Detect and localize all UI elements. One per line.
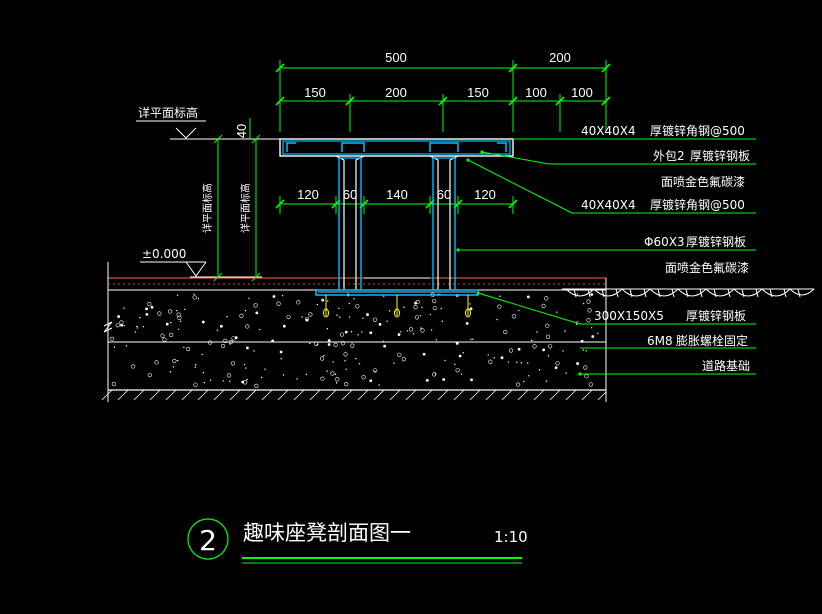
note-5-text: 厚镀锌钢板 bbox=[686, 235, 746, 249]
note-8-text: 膨胀螺栓固定 bbox=[676, 333, 748, 348]
note-7-spec: 300X150X5 bbox=[594, 309, 664, 323]
leader-lines bbox=[458, 138, 756, 375]
note-4-spec: 40X40X4 bbox=[581, 198, 636, 212]
drawing-scale: 1:10 bbox=[494, 528, 528, 546]
dim-seg-4: 100 bbox=[525, 85, 547, 100]
zero-elevation-label: ±0.000 bbox=[142, 247, 186, 261]
dim-mid-3: 140 bbox=[386, 187, 408, 202]
detail-number-circle bbox=[187, 518, 229, 560]
dim-mid-2: 60 bbox=[343, 187, 357, 202]
note-7-text: 厚镀锌钢板 bbox=[686, 309, 746, 323]
dim-seg-1: 150 bbox=[304, 85, 326, 100]
note-2-text: 厚镀锌钢板 bbox=[690, 149, 750, 163]
top-elevation-label: 详平面标高 bbox=[138, 105, 198, 120]
dim-overall-200: 200 bbox=[549, 50, 571, 65]
vertical-elevation-label-1: 详平面标高 bbox=[201, 183, 214, 233]
bench-seat bbox=[279, 138, 514, 157]
note-8-spec: 6M8 bbox=[647, 334, 673, 348]
drawing-title: 2 趣味座凳剖面图一 1:10 bbox=[187, 518, 528, 564]
note-1-text: 厚镀锌角钢@500 bbox=[650, 124, 745, 138]
soil-hatch bbox=[562, 288, 815, 298]
dim-mid-5: 120 bbox=[474, 187, 496, 202]
note-2-spec: 外包2 bbox=[653, 149, 685, 163]
vertical-elevation-label-2: 详平面标高 bbox=[239, 183, 252, 233]
note-4-text: 厚镀锌角钢@500 bbox=[650, 198, 745, 212]
drawing-title-text: 趣味座凳剖面图一 bbox=[243, 521, 411, 545]
top-dimensions bbox=[275, 60, 611, 132]
dim-overall-500: 500 bbox=[385, 50, 407, 65]
leader-dots bbox=[456, 150, 582, 376]
dim-seg-5: 100 bbox=[571, 85, 593, 100]
bench-legs bbox=[335, 155, 459, 290]
expansion-bolts bbox=[323, 295, 471, 318]
note-5-spec: Φ60X3 bbox=[644, 235, 685, 249]
note-1-spec: 40X40X4 bbox=[581, 124, 636, 138]
elevation-marks bbox=[136, 120, 280, 278]
note-3-text: 面喷金色氟碳漆 bbox=[661, 174, 745, 189]
dim-mid-1: 120 bbox=[297, 187, 319, 202]
note-9-text: 道路基础 bbox=[702, 358, 750, 373]
elevation-dims bbox=[213, 118, 261, 282]
detail-number: 2 bbox=[199, 524, 217, 557]
dim-mid-4: 60 bbox=[437, 187, 451, 202]
dim-seg-2: 200 bbox=[385, 85, 407, 100]
elevation-dim-40: 40 bbox=[234, 124, 249, 138]
dim-seg-3: 150 bbox=[467, 85, 489, 100]
road-base bbox=[101, 262, 607, 402]
note-6-text: 面喷金色氟碳漆 bbox=[665, 260, 749, 275]
